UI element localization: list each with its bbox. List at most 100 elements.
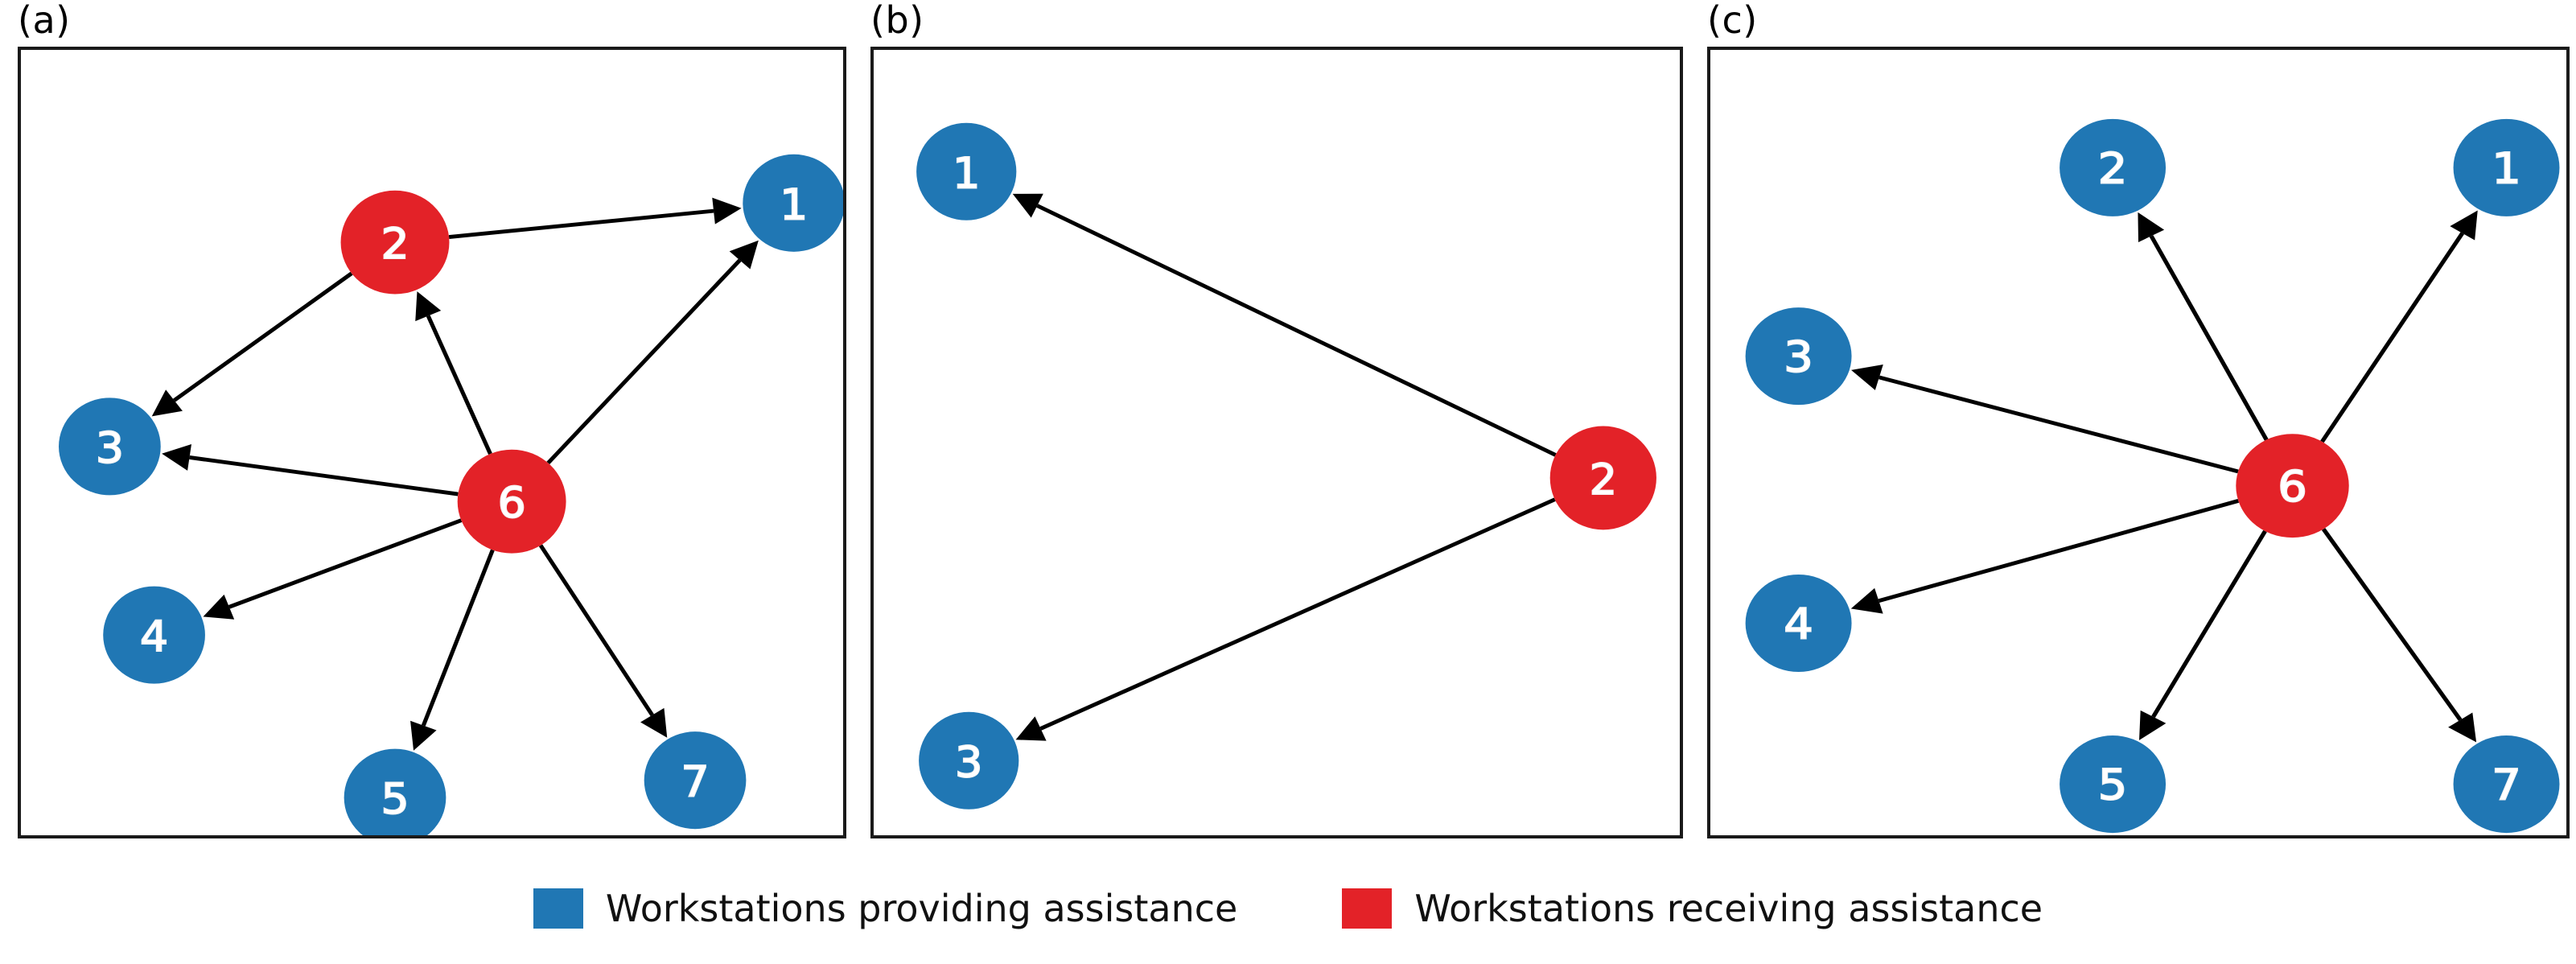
arrowhead-icon bbox=[203, 594, 235, 620]
node-3[interactable]: 3 bbox=[1745, 307, 1852, 406]
node-label: 3 bbox=[1784, 333, 1813, 382]
arrowhead-icon bbox=[2450, 210, 2478, 241]
node-circle[interactable] bbox=[1745, 574, 1852, 672]
node-7[interactable]: 7 bbox=[2453, 735, 2560, 834]
edge-6-to-3 bbox=[162, 444, 459, 496]
node-label: 6 bbox=[498, 478, 526, 528]
node-2[interactable]: 2 bbox=[340, 190, 450, 295]
panel-b-label: (b) bbox=[870, 0, 924, 42]
arrowhead-icon bbox=[1015, 716, 1047, 741]
node-label: 4 bbox=[1784, 600, 1813, 649]
edge-shaft bbox=[421, 549, 495, 727]
panel-b-frame: 1 2 3 bbox=[870, 47, 1683, 838]
arrowhead-icon bbox=[415, 291, 442, 322]
node-label: 4 bbox=[140, 612, 168, 661]
edge-shaft bbox=[2321, 528, 2463, 721]
edge-2-to-1 bbox=[448, 197, 742, 239]
panel-c-frame: 2 1 3 6 4 5 7 bbox=[1707, 47, 2570, 838]
node-circle[interactable] bbox=[919, 711, 1019, 810]
node-circle[interactable] bbox=[743, 154, 843, 252]
panel-a-graph: 2 1 3 6 4 5 7 bbox=[59, 154, 843, 835]
edge-2-to-3 bbox=[151, 271, 353, 417]
node-circle[interactable] bbox=[59, 398, 161, 496]
node-1[interactable]: 1 bbox=[916, 122, 1017, 220]
node-label: 1 bbox=[953, 148, 980, 198]
edge-shaft bbox=[2320, 232, 2465, 443]
node-circle[interactable] bbox=[457, 449, 566, 554]
node-label: 5 bbox=[2098, 761, 2128, 810]
edge-6-to-1 bbox=[546, 240, 759, 465]
arrowhead-icon bbox=[1851, 364, 1883, 390]
arrowhead-icon bbox=[410, 720, 437, 751]
node-4[interactable]: 4 bbox=[103, 586, 205, 684]
arrowhead-icon bbox=[712, 197, 742, 225]
node-circle[interactable] bbox=[1549, 426, 1656, 530]
edge-layer bbox=[151, 197, 759, 751]
node-circle[interactable] bbox=[644, 731, 747, 830]
edge-shaft bbox=[1036, 204, 1557, 457]
node-1[interactable]: 1 bbox=[2453, 118, 2560, 216]
node-circle[interactable] bbox=[2060, 118, 2167, 216]
node-5[interactable]: 5 bbox=[2060, 735, 2167, 834]
edge-6-to-4 bbox=[1850, 499, 2240, 614]
edge-shaft bbox=[1039, 497, 1556, 731]
node-6[interactable]: 6 bbox=[2236, 434, 2349, 538]
edge-shaft bbox=[2151, 529, 2267, 719]
node-label: 2 bbox=[2098, 145, 2128, 194]
node-3[interactable]: 3 bbox=[919, 711, 1019, 810]
node-6[interactable]: 6 bbox=[457, 449, 566, 554]
edge-6-to-2 bbox=[415, 291, 492, 455]
node-layer: 1 2 3 bbox=[916, 122, 1656, 810]
node-5[interactable]: 5 bbox=[344, 748, 446, 835]
edge-6-to-4 bbox=[203, 518, 463, 620]
node-label: 2 bbox=[1590, 455, 1617, 505]
arrowhead-icon bbox=[151, 389, 183, 417]
edge-6-to-5 bbox=[410, 549, 495, 751]
node-circle[interactable] bbox=[2236, 434, 2349, 538]
node-circle[interactable] bbox=[340, 190, 450, 295]
edge-shaft bbox=[426, 315, 492, 455]
node-circle[interactable] bbox=[916, 122, 1017, 220]
node-circle[interactable] bbox=[2060, 735, 2167, 834]
node-1[interactable]: 1 bbox=[743, 154, 843, 252]
node-3[interactable]: 3 bbox=[59, 398, 161, 496]
edge-2-to-1 bbox=[1012, 193, 1557, 457]
edge-shaft bbox=[538, 544, 654, 716]
node-label: 3 bbox=[955, 737, 982, 787]
node-circle[interactable] bbox=[344, 748, 446, 835]
arrowhead-icon bbox=[2139, 710, 2167, 740]
edge-layer bbox=[1012, 193, 1557, 741]
edge-6-to-7 bbox=[2321, 528, 2477, 743]
node-7[interactable]: 7 bbox=[644, 731, 747, 830]
node-4[interactable]: 4 bbox=[1745, 574, 1852, 672]
edge-shaft bbox=[1879, 375, 2239, 474]
arrowhead-icon bbox=[2138, 212, 2165, 242]
arrowhead-icon bbox=[162, 444, 191, 471]
panel-b: (b) 1 2 3 bbox=[853, 0, 1689, 853]
edge-6-to-1 bbox=[2320, 210, 2478, 443]
arrowhead-icon bbox=[729, 240, 759, 270]
panel-c-graph: 2 1 3 6 4 5 7 bbox=[1745, 118, 2560, 834]
node-circle[interactable] bbox=[103, 586, 205, 684]
node-circle[interactable] bbox=[1745, 307, 1852, 406]
node-circle[interactable] bbox=[2453, 735, 2560, 834]
edge-shaft bbox=[228, 518, 463, 609]
node-label: 1 bbox=[780, 180, 808, 230]
edge-layer bbox=[1850, 210, 2478, 743]
legend-swatch-blue bbox=[533, 888, 583, 929]
legend: Workstations providing assistance Workst… bbox=[0, 853, 2576, 964]
node-layer: 2 1 3 6 4 5 7 bbox=[59, 154, 843, 835]
node-label: 2 bbox=[381, 219, 409, 269]
panel-b-graph: 1 2 3 bbox=[916, 122, 1656, 810]
node-2[interactable]: 2 bbox=[1549, 426, 1656, 530]
node-2[interactable]: 2 bbox=[2060, 118, 2167, 216]
node-circle[interactable] bbox=[2453, 118, 2560, 216]
legend-label-receiving: Workstations receiving assistance bbox=[1414, 887, 2043, 930]
edge-2-to-3 bbox=[1015, 497, 1556, 741]
edge-shaft bbox=[448, 208, 714, 239]
edge-shaft bbox=[172, 271, 353, 402]
edge-shaft bbox=[2149, 235, 2269, 441]
legend-swatch-red bbox=[1342, 888, 1393, 929]
